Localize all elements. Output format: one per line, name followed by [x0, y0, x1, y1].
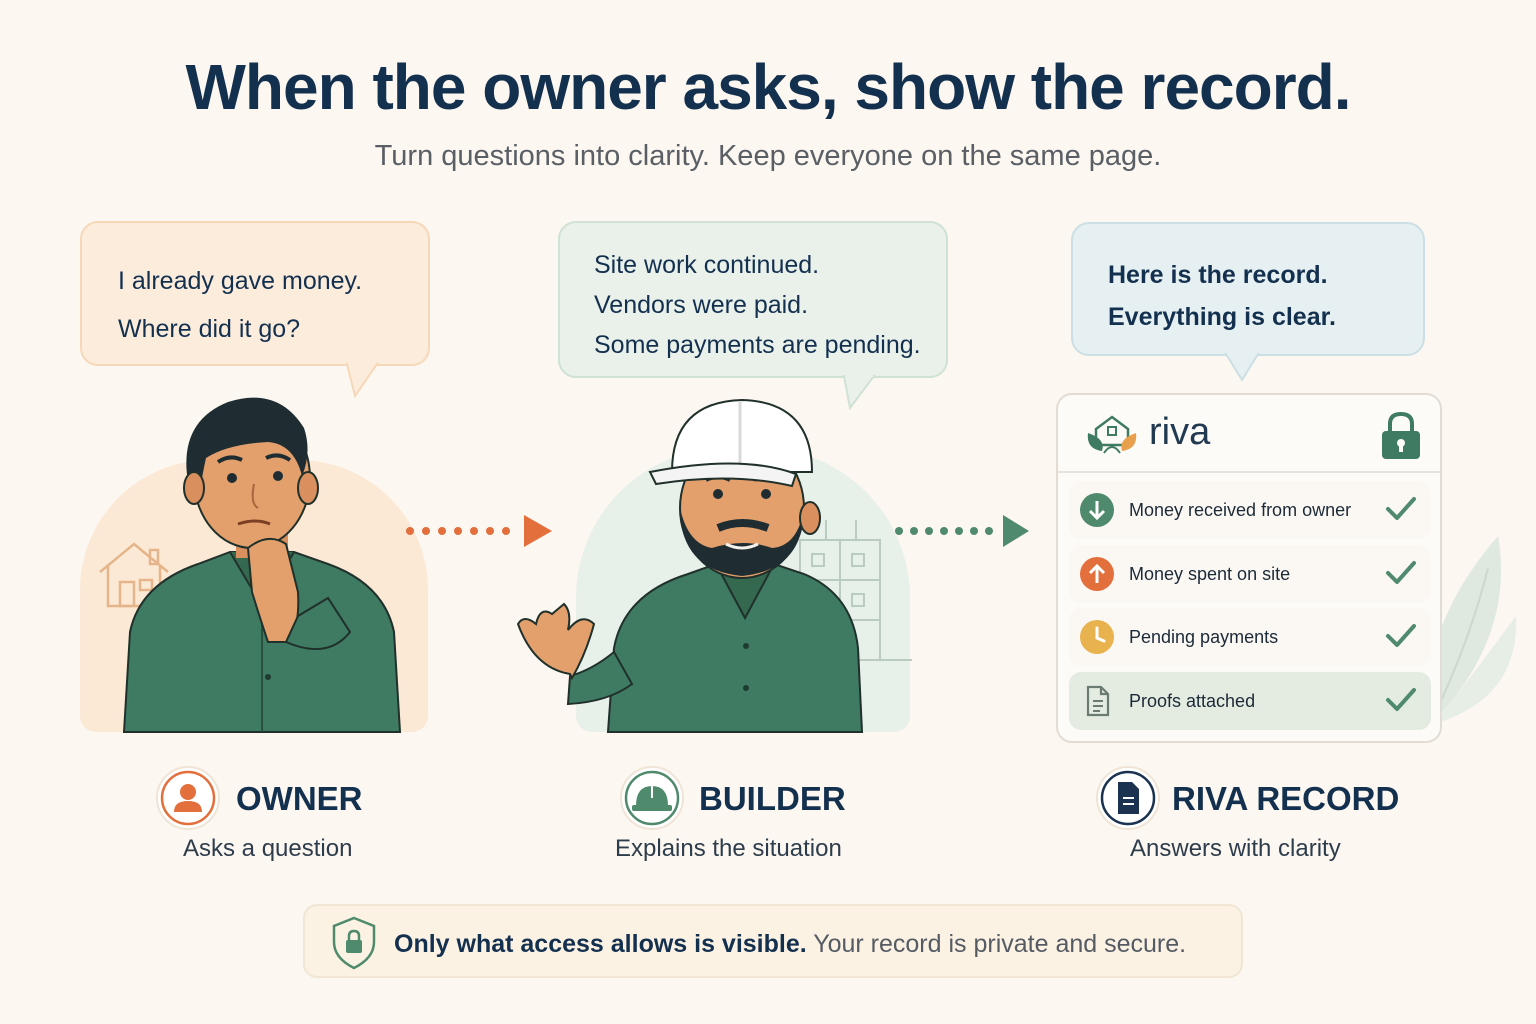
privacy-footer-soft: Your record is private and secure.	[813, 930, 1187, 958]
owner-role-title: OWNER	[236, 780, 363, 817]
page-title: When the owner asks, show the record.	[185, 51, 1351, 123]
record-row-label: Money spent on site	[1129, 564, 1291, 584]
lock-icon	[1382, 411, 1420, 459]
privacy-footer: Only what access allows is visible. Your…	[303, 904, 1243, 978]
riva-logo-icon	[1087, 415, 1137, 454]
owner-speech-line: Where did it go?	[118, 315, 301, 343]
record-row-money-received[interactable]: Money received from owner	[1069, 481, 1431, 539]
record-row-money-spent[interactable]: Money spent on site	[1069, 545, 1431, 603]
record-speech-line: Everything is clear.	[1108, 303, 1336, 331]
riva-brand-name: riva	[1149, 411, 1211, 453]
builder-illustration	[516, 398, 864, 733]
document-icon	[1086, 685, 1110, 717]
owner-speech-line: I already gave money.	[118, 267, 363, 295]
privacy-footer-strong: Only what access allows is visible.	[394, 930, 807, 958]
builder-role-description: Explains the situation	[615, 835, 842, 862]
owner-illustration	[122, 397, 402, 733]
record-role-badge	[1096, 766, 1160, 830]
owner-speech-bubble: I already gave money. Where did it go?	[80, 221, 430, 366]
owner-role-badge	[156, 766, 220, 830]
clock-icon	[1080, 620, 1114, 654]
shield-lock-icon	[332, 916, 376, 970]
riva-record-card: riva Money received from owner Money spe…	[1056, 393, 1442, 743]
arrow-down-icon	[1080, 493, 1114, 527]
record-row-pending-payments[interactable]: Pending payments	[1069, 608, 1431, 666]
builder-role-title: BUILDER	[699, 780, 846, 817]
arrow-owner-to-builder	[406, 515, 552, 547]
record-speech-bubble: Here is the record. Everything is clear.	[1071, 222, 1425, 356]
builder-bubble-tail	[842, 374, 876, 410]
document-icon	[1100, 770, 1156, 826]
builder-speech-line: Site work continued.	[594, 251, 820, 279]
privacy-footer-text: Only what access allows is visible. Your…	[394, 930, 1186, 959]
check-icon	[1386, 561, 1416, 584]
record-role-title: RIVA RECORD	[1172, 780, 1400, 817]
record-card-header: riva	[1058, 395, 1440, 473]
builder-speech-bubble: Site work continued. Vendors were paid. …	[558, 221, 948, 378]
owner-bubble-tail	[345, 362, 379, 398]
record-speech-line: Here is the record.	[1108, 261, 1328, 289]
check-icon	[1386, 688, 1416, 711]
check-icon	[1386, 497, 1416, 520]
person-icon	[160, 770, 216, 826]
hard-hat-icon	[624, 770, 680, 826]
check-icon	[1386, 624, 1416, 647]
record-bubble-tail	[1224, 352, 1260, 382]
builder-speech-line: Vendors were paid.	[594, 291, 809, 319]
arrow-builder-to-record	[895, 515, 1029, 547]
record-row-label: Money received from owner	[1129, 500, 1352, 520]
record-row-label: Proofs attached	[1129, 691, 1256, 711]
builder-role-badge	[620, 766, 684, 830]
page-subtitle: Turn questions into clarity. Keep everyo…	[374, 140, 1162, 172]
owner-role-description: Asks a question	[183, 835, 353, 862]
builder-speech-line: Some payments are pending.	[594, 331, 921, 359]
arrow-up-icon	[1080, 557, 1114, 591]
record-row-proofs-attached[interactable]: Proofs attached	[1069, 672, 1431, 730]
record-role-description: Answers with clarity	[1130, 835, 1341, 862]
record-row-label: Pending payments	[1129, 627, 1279, 647]
